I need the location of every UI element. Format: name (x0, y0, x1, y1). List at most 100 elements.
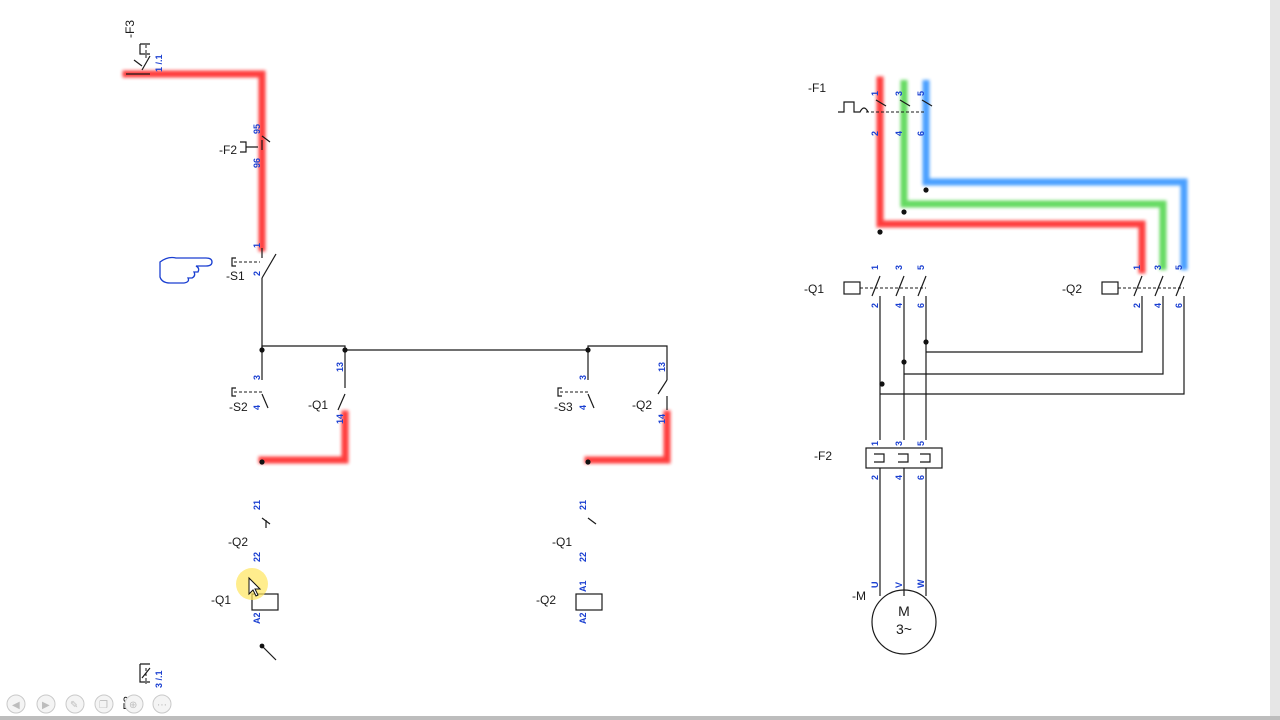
control-highlight-path (122, 70, 671, 664)
f3-top-contact (133, 43, 151, 71)
f2-contact (240, 135, 271, 153)
svg-text:1: 1 (870, 91, 880, 96)
s1-contact (261, 253, 277, 279)
motor-text-m: M (898, 603, 910, 619)
svg-text:A2: A2 (578, 612, 588, 624)
svg-text:5: 5 (1174, 265, 1184, 270)
svg-text:2: 2 (252, 271, 262, 276)
motor-label: -M (852, 589, 866, 603)
svg-text:1: 1 (1132, 265, 1142, 270)
next-icon[interactable]: ▶ (36, 694, 56, 714)
svg-text:V: V (894, 582, 904, 588)
svg-text:⊕: ⊕ (129, 700, 137, 711)
hand-cursor-icon (159, 256, 213, 284)
svg-text:U: U (870, 582, 880, 589)
f3-top-label: -F3 (123, 20, 137, 38)
svg-text:✎: ✎ (70, 700, 78, 711)
svg-text:4: 4 (894, 475, 904, 480)
power-wiring (838, 99, 1185, 655)
svg-text:4: 4 (1153, 303, 1163, 308)
s1-label: -S1 (226, 269, 245, 283)
svg-text:4: 4 (578, 405, 588, 410)
q1-coil-label: -Q1 (211, 593, 231, 607)
control-wiring (126, 43, 668, 684)
svg-text:3: 3 (1153, 265, 1163, 270)
f3-bottom-contact (139, 663, 151, 683)
motor-text-phase: 3~ (896, 621, 912, 637)
f1-label: -F1 (808, 81, 826, 95)
q1-coil (251, 593, 279, 611)
svg-text:22: 22 (252, 552, 262, 562)
q2-aux-contact (657, 379, 668, 395)
zoom-icon[interactable]: ⊕ (124, 694, 144, 714)
svg-text:3: 3 (894, 265, 904, 270)
svg-text:W: W (916, 579, 926, 588)
q1-power-label: -Q1 (804, 282, 824, 296)
svg-text:4: 4 (252, 405, 262, 410)
q1-aux-contact (337, 393, 346, 411)
svg-text:A1: A1 (578, 580, 588, 592)
svg-text:4: 4 (894, 303, 904, 308)
s2-contact (261, 393, 269, 409)
q2-aux-label: -Q2 (632, 398, 652, 412)
svg-text:2: 2 (870, 131, 880, 136)
svg-text:6: 6 (916, 475, 926, 480)
s2-label: -S2 (229, 400, 248, 414)
q1-aux-label: -Q1 (308, 398, 328, 412)
svg-text:6: 6 (916, 131, 926, 136)
svg-text:96: 96 (252, 158, 262, 168)
svg-text:13: 13 (335, 362, 345, 372)
q2-interlock-label: -Q2 (228, 535, 248, 549)
svg-text:2: 2 (870, 475, 880, 480)
pen-icon[interactable]: ✎ (65, 694, 85, 714)
svg-text:21: 21 (252, 500, 262, 510)
svg-text:❐: ❐ (99, 700, 108, 711)
window-edge-right (1270, 0, 1280, 720)
power-highlight-path (876, 76, 1188, 276)
svg-text:5: 5 (916, 91, 926, 96)
svg-text:6: 6 (1174, 303, 1184, 308)
q2-interlock-contact (261, 517, 271, 528)
svg-text:3: 3 (894, 91, 904, 96)
window-edge-bottom (0, 716, 1280, 720)
svg-text:21: 21 (578, 500, 588, 510)
svg-text:3: 3 (252, 375, 262, 380)
q2-power-label: -Q2 (1062, 282, 1082, 296)
svg-text:95: 95 (252, 124, 262, 134)
svg-text:2: 2 (1132, 303, 1142, 308)
svg-text:13: 13 (657, 362, 667, 372)
svg-text:3: 3 (894, 441, 904, 446)
svg-text:14: 14 (335, 414, 345, 424)
svg-text:▶: ▶ (42, 700, 50, 711)
svg-text:◀: ◀ (12, 700, 20, 711)
svg-text:6: 6 (916, 303, 926, 308)
more-icon[interactable]: ⋯ (152, 694, 172, 714)
svg-text:5: 5 (916, 441, 926, 446)
svg-text:22: 22 (578, 552, 588, 562)
copy-icon[interactable]: ❐ (94, 694, 114, 714)
q2-coil (575, 593, 603, 611)
svg-text:⋯: ⋯ (157, 700, 167, 711)
svg-text:3: 3 (578, 375, 588, 380)
s3-contact (587, 393, 595, 409)
svg-text:4: 4 (894, 131, 904, 136)
s3-label: -S3 (554, 400, 573, 414)
motor-symbol (871, 589, 937, 655)
q1-interlock-contact (587, 517, 597, 525)
svg-text:A2: A2 (252, 612, 262, 624)
q2-contactor-coil (1101, 281, 1119, 295)
f3-bottom-pin: 3 /.1 (154, 670, 164, 688)
mouse-cursor-icon (248, 576, 262, 597)
f1-thermal-symbol (838, 101, 869, 113)
svg-text:1: 1 (870, 265, 880, 270)
q2-coil-label: -Q2 (536, 593, 556, 607)
q1-contactor-coil (843, 281, 861, 295)
svg-text:14: 14 (657, 414, 667, 424)
svg-text:1: 1 (870, 441, 880, 446)
prev-icon[interactable]: ◀ (6, 694, 26, 714)
q1-interlock-label: -Q1 (552, 535, 572, 549)
f2-label: -F2 (219, 143, 237, 157)
svg-text:5: 5 (916, 265, 926, 270)
